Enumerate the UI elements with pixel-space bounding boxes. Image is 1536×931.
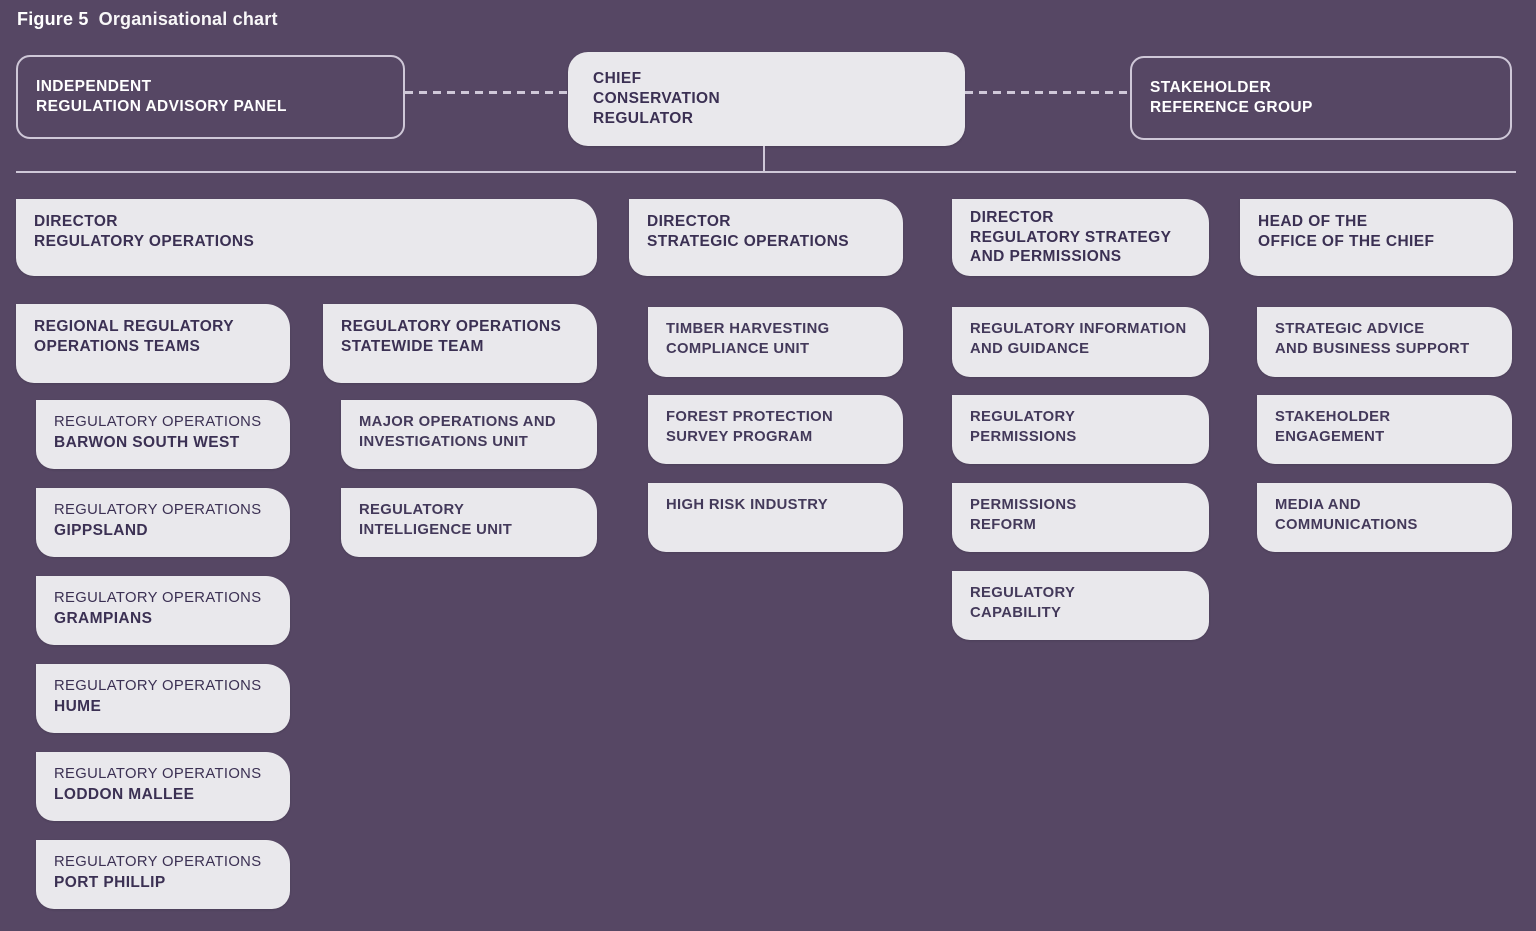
unit-region: BARWON SOUTH WEST — [54, 433, 240, 451]
figure-title: Figure 5 Organisational chart — [17, 9, 278, 30]
unit-region: GIPPSLAND — [54, 521, 149, 539]
box-line: REGULATORY — [970, 585, 1076, 601]
org-box-chief-conservation-regulator: CHIEF CONSERVATION REGULATOR — [568, 52, 965, 146]
unit-region: GRAMPIANS — [54, 609, 153, 627]
box-line: TIMBER HARVESTING — [666, 321, 830, 337]
box-line: REGULATORY — [970, 409, 1076, 425]
box-line: ENGAGEMENT — [1275, 428, 1385, 445]
org-box-independent-regulation-advisory-panel: INDEPENDENT REGULATION ADVISORY PANEL — [16, 55, 405, 139]
box-line: REFORM — [970, 516, 1037, 533]
unit-region: HUME — [54, 697, 102, 715]
box-line: INDEPENDENT — [36, 78, 152, 95]
box-line: STRATEGIC ADVICE — [1275, 321, 1425, 337]
box-line: FOREST PROTECTION — [666, 409, 834, 425]
org-box-regulatory-operations-hume: REGULATORY OPERATIONS HUME — [36, 664, 290, 733]
figure-caption: Organisational chart — [98, 9, 278, 29]
org-box-regulatory-operations-barwon-south-west: REGULATORY OPERATIONS BARWON SOUTH WEST — [36, 400, 290, 469]
org-box-high-risk-industry: HIGH RISK INDUSTRY — [648, 483, 903, 552]
box-line: REFERENCE GROUP — [1150, 99, 1313, 116]
box-line: STAKEHOLDER — [1275, 409, 1391, 425]
org-box-media-and-communications: MEDIA AND COMMUNICATIONS — [1257, 483, 1512, 552]
box-line: COMPLIANCE UNIT — [666, 340, 810, 357]
org-box-director-regulatory-operations: DIRECTOR REGULATORY OPERATIONS — [16, 199, 597, 276]
org-box-director-regulatory-strategy-and-permissions: DIRECTOR REGULATORY STRATEGY AND PERMISS… — [952, 199, 1209, 276]
box-line: REGULATORY OPERATIONS — [34, 232, 255, 250]
org-box-regulatory-intelligence-unit: REGULATORY INTELLIGENCE UNIT — [341, 488, 597, 557]
box-line: REGULATOR — [593, 110, 694, 127]
connector-vertical-chief — [763, 146, 765, 172]
box-line: DIRECTOR — [647, 213, 731, 230]
box-line: STAKEHOLDER — [1150, 79, 1272, 96]
box-line: REGULATORY STRATEGY — [970, 228, 1172, 246]
connector-dashed-right — [965, 91, 1130, 94]
unit-prefix: REGULATORY OPERATIONS — [54, 502, 262, 518]
box-line: CONSERVATION — [593, 90, 721, 107]
box-line: REGULATION ADVISORY PANEL — [36, 98, 287, 115]
box-line: PERMISSIONS — [970, 497, 1077, 513]
unit-prefix: REGULATORY OPERATIONS — [54, 678, 262, 694]
org-box-regional-regulatory-operations-teams: REGIONAL REGULATORY OPERATIONS TEAMS — [16, 304, 290, 383]
org-box-regulatory-operations-statewide-team: REGULATORY OPERATIONS STATEWIDE TEAM — [323, 304, 597, 383]
unit-prefix: REGULATORY OPERATIONS — [54, 590, 262, 606]
box-line: AND GUIDANCE — [970, 340, 1090, 357]
box-line: REGULATORY — [359, 502, 465, 518]
unit-region: LODDON MALLEE — [54, 785, 195, 803]
org-box-strategic-advice-and-business-support: STRATEGIC ADVICE AND BUSINESS SUPPORT — [1257, 307, 1512, 377]
unit-prefix: REGULATORY OPERATIONS — [54, 766, 262, 782]
connector-horizontal-main — [16, 171, 1516, 173]
box-line: REGULATORY INFORMATION — [970, 321, 1187, 337]
box-line: PERMISSIONS — [970, 428, 1077, 445]
org-box-head-of-the-office-of-the-chief: HEAD OF THE OFFICE OF THE CHIEF — [1240, 199, 1513, 276]
box-line: REGULATORY OPERATIONS — [341, 318, 562, 335]
box-line: STATEWIDE TEAM — [341, 337, 484, 355]
figure-label: Figure 5 — [17, 9, 89, 29]
box-line: DIRECTOR — [34, 213, 118, 230]
connector-dashed-left — [405, 91, 568, 94]
org-box-regulatory-operations-grampians: REGULATORY OPERATIONS GRAMPIANS — [36, 576, 290, 645]
box-line: OPERATIONS TEAMS — [34, 337, 201, 355]
org-box-regulatory-capability: REGULATORY CAPABILITY — [952, 571, 1209, 640]
org-box-timber-harvesting-compliance-unit: TIMBER HARVESTING COMPLIANCE UNIT — [648, 307, 903, 377]
unit-region: PORT PHILLIP — [54, 873, 166, 891]
org-box-permissions-reform: PERMISSIONS REFORM — [952, 483, 1209, 552]
unit-prefix: REGULATORY OPERATIONS — [54, 414, 262, 430]
box-line: REGIONAL REGULATORY — [34, 318, 234, 335]
box-line: INVESTIGATIONS UNIT — [359, 433, 529, 450]
org-box-regulatory-operations-port-phillip: REGULATORY OPERATIONS PORT PHILLIP — [36, 840, 290, 909]
org-box-regulatory-operations-loddon-mallee: REGULATORY OPERATIONS LODDON MALLEE — [36, 752, 290, 821]
box-line: AND PERMISSIONS — [970, 248, 1122, 265]
unit-prefix: REGULATORY OPERATIONS — [54, 854, 262, 870]
org-box-stakeholder-engagement: STAKEHOLDER ENGAGEMENT — [1257, 395, 1512, 464]
box-line: HEAD OF THE — [1258, 213, 1368, 230]
box-line: DIRECTOR — [970, 209, 1054, 226]
org-box-regulatory-operations-gippsland: REGULATORY OPERATIONS GIPPSLAND — [36, 488, 290, 557]
org-box-forest-protection-survey-program: FOREST PROTECTION SURVEY PROGRAM — [648, 395, 903, 464]
box-line: CAPABILITY — [970, 604, 1062, 621]
box-line: MAJOR OPERATIONS AND — [359, 414, 556, 430]
org-box-regulatory-information-and-guidance: REGULATORY INFORMATION AND GUIDANCE — [952, 307, 1209, 377]
org-box-regulatory-permissions: REGULATORY PERMISSIONS — [952, 395, 1209, 464]
org-box-stakeholder-reference-group: STAKEHOLDER REFERENCE GROUP — [1130, 56, 1512, 140]
box-line: HIGH RISK INDUSTRY — [666, 497, 828, 513]
box-line: OFFICE OF THE CHIEF — [1258, 232, 1435, 250]
box-line: AND BUSINESS SUPPORT — [1275, 340, 1470, 357]
box-line: SURVEY PROGRAM — [666, 428, 813, 445]
box-line: INTELLIGENCE UNIT — [359, 521, 513, 538]
box-line: COMMUNICATIONS — [1275, 516, 1418, 533]
org-box-director-strategic-operations: DIRECTOR STRATEGIC OPERATIONS — [629, 199, 903, 276]
box-line: STRATEGIC OPERATIONS — [647, 232, 850, 250]
box-line: MEDIA AND — [1275, 497, 1361, 513]
box-line: CHIEF — [593, 70, 642, 87]
org-box-major-operations-and-investigations-unit: MAJOR OPERATIONS AND INVESTIGATIONS UNIT — [341, 400, 597, 469]
